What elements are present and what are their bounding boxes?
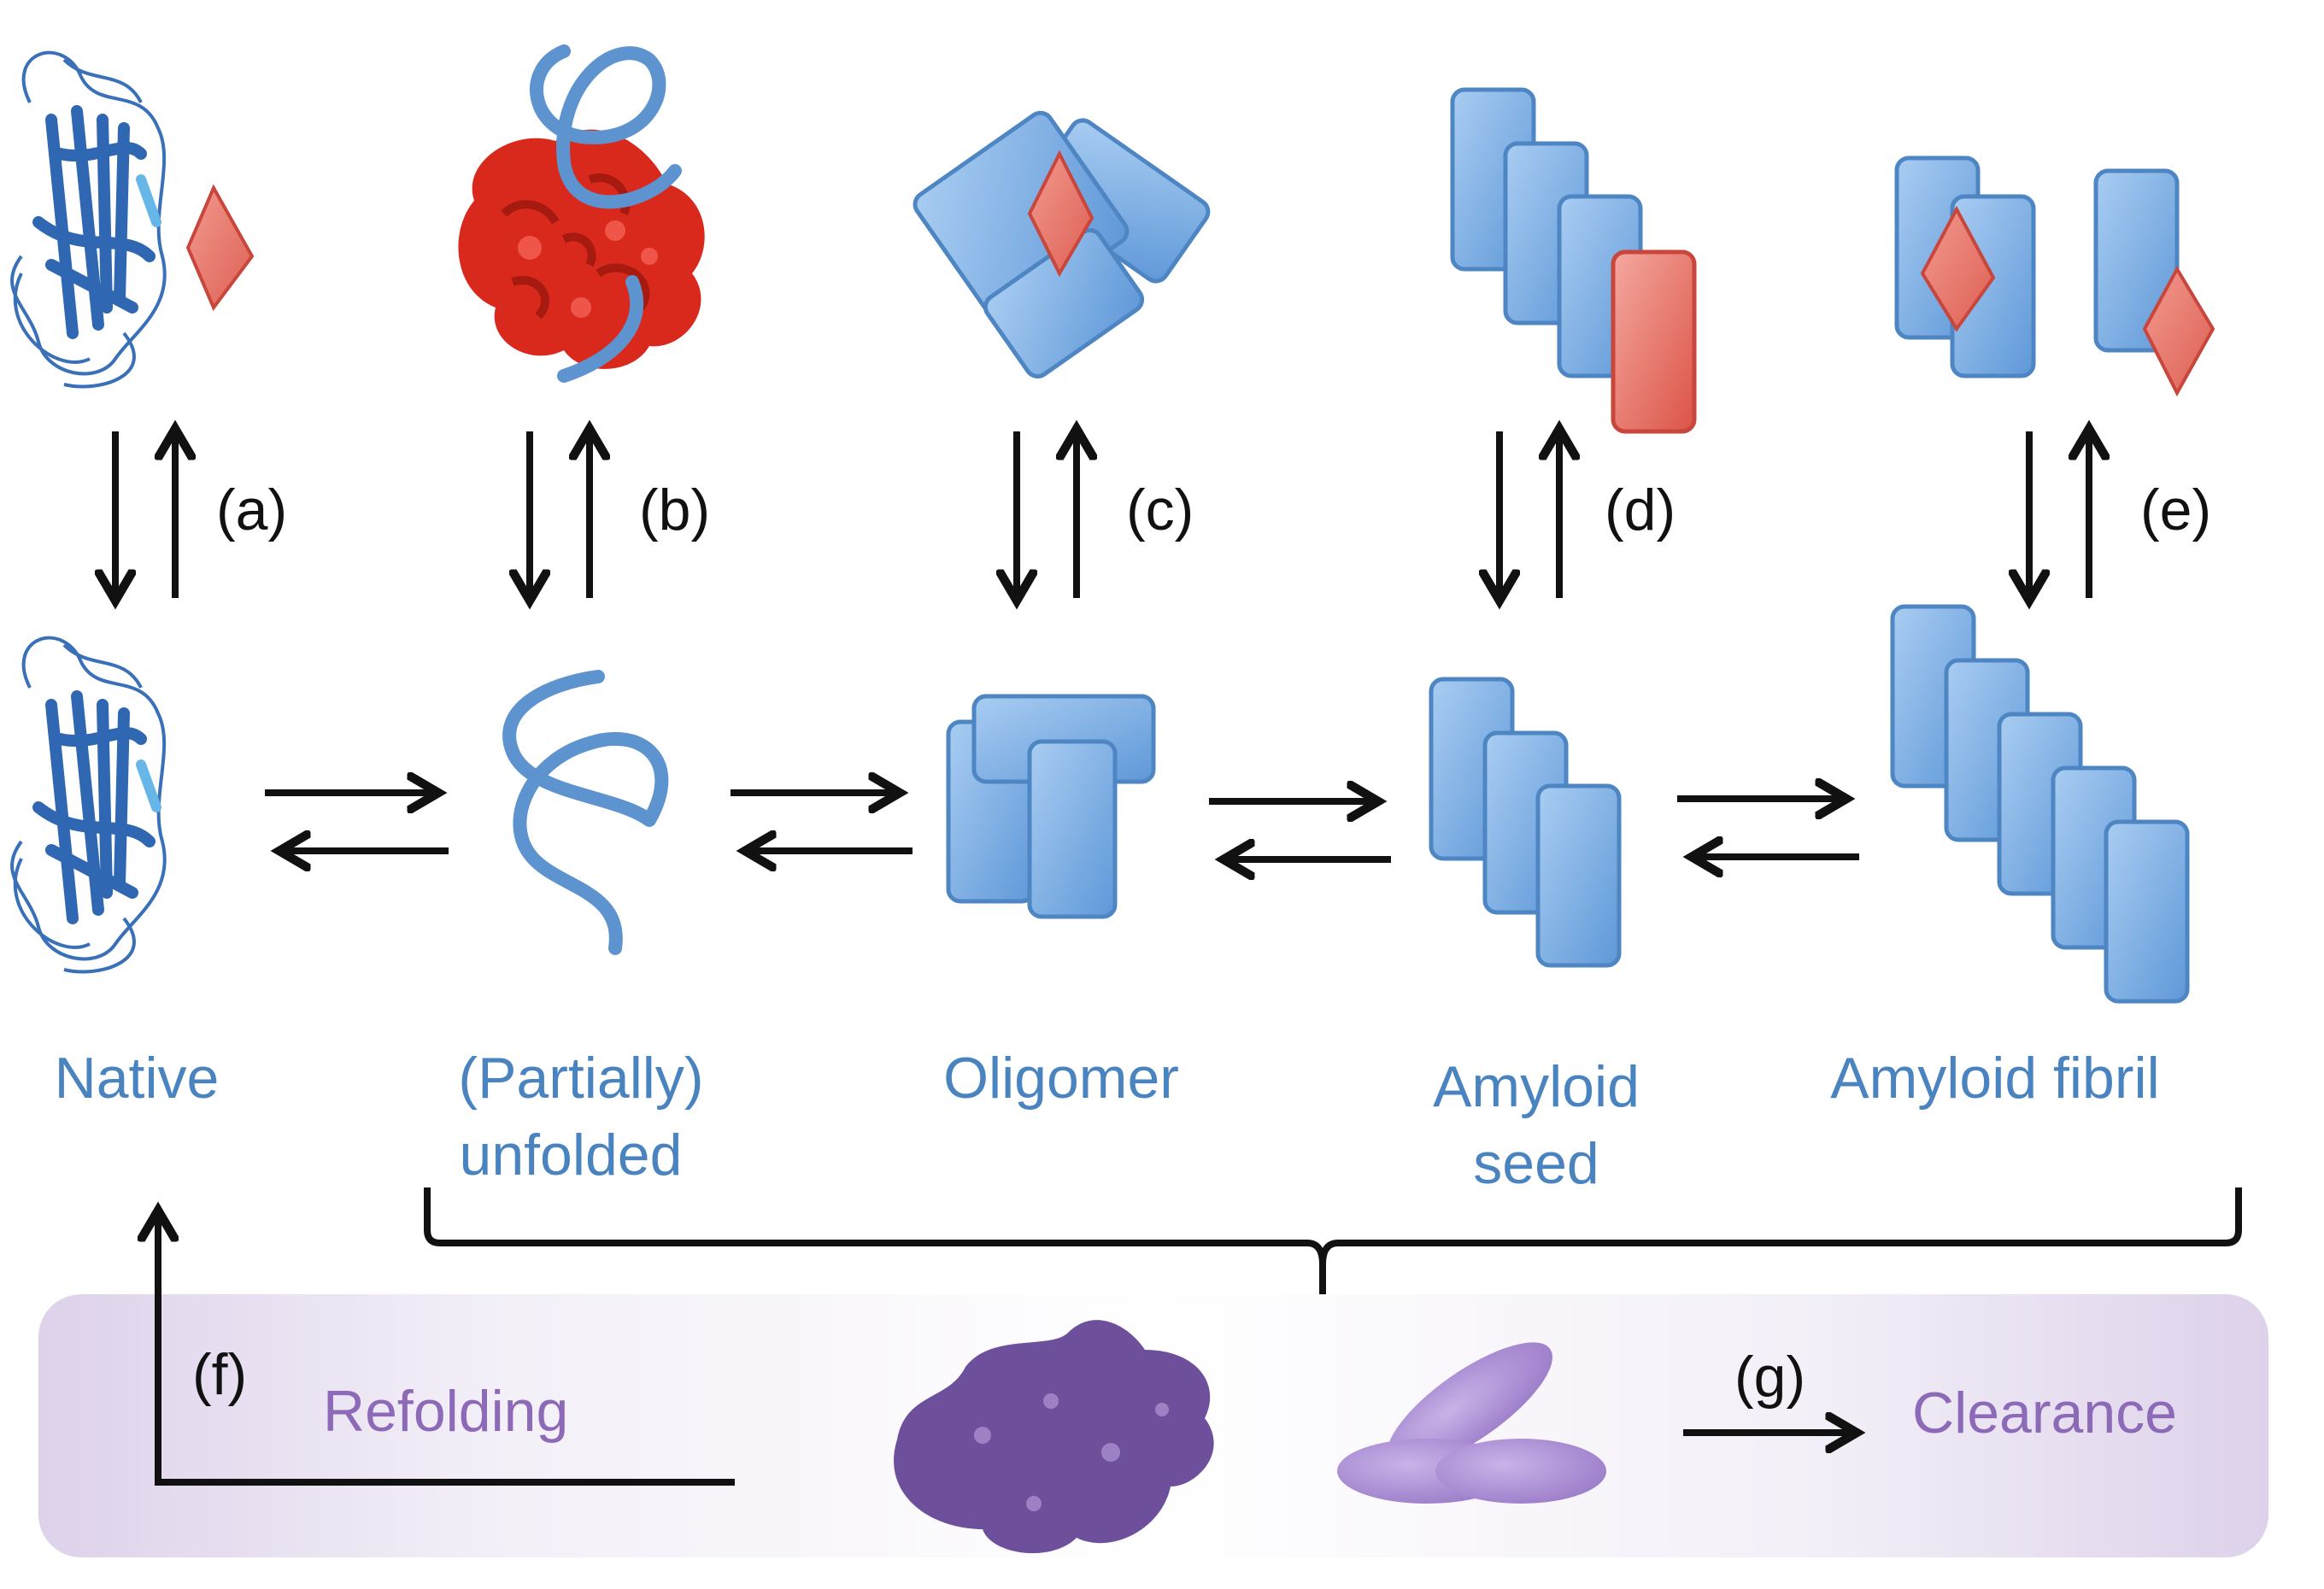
step-label-d: (d) — [1605, 478, 1676, 542]
amyloid-fibril-icon — [1890, 604, 2190, 1004]
oligomer-icon — [946, 694, 1156, 919]
step-label-e: (e) — [2140, 478, 2211, 542]
step-label-c: (c) — [1126, 478, 1194, 542]
refolding-arrow — [158, 1213, 735, 1486]
chaperone-ellipses-icon — [1337, 1342, 1606, 1504]
equilibrium-e — [2029, 431, 2089, 598]
amyloid-seed-icon — [1429, 677, 1622, 968]
equilibrium-oligomer-seed — [1209, 801, 1391, 859]
equilibrium-a — [115, 431, 175, 598]
state-label-native: Native — [55, 1046, 220, 1111]
step-label-g: (g) — [1734, 1345, 1805, 1410]
native-ligand-bound-protein-icon — [12, 53, 255, 387]
unfolded-red-aggregate-icon — [458, 44, 705, 383]
native-protein-icon — [12, 638, 165, 972]
step-label-a: (a) — [216, 478, 287, 542]
equilibrium-c — [1017, 431, 1077, 598]
state-label-oligomer: Oligomer — [943, 1046, 1179, 1111]
oligomer-ligand-bound-icon — [913, 110, 1211, 378]
state-label-seed: seed — [1473, 1131, 1599, 1196]
state-label-unfolded: unfolded — [460, 1123, 683, 1187]
equilibrium-seed-fibril — [1677, 799, 1859, 857]
fibril-ligand-bound-icon — [1894, 155, 2215, 397]
state-label-amyloid-fibril: Amyloid fibril — [1830, 1046, 2159, 1111]
step-label-f: (f) — [192, 1342, 247, 1407]
unfolded-chain-icon — [502, 670, 669, 955]
equilibrium-d — [1499, 431, 1559, 598]
amyloid-seed-capped-icon — [1450, 87, 1697, 434]
protease-complex-icon — [894, 1320, 1214, 1554]
outcome-label-clearance: Clearance — [1912, 1381, 2177, 1445]
equilibrium-native-unfolded — [265, 793, 449, 851]
state-label-amyloid: Amyloid — [1433, 1054, 1640, 1119]
state-label-partially: (Partially) — [458, 1046, 703, 1111]
equilibrium-unfolded-oligomer — [731, 793, 913, 851]
step-label-b: (b) — [639, 478, 710, 542]
outcome-label-refolding: Refolding — [323, 1379, 568, 1444]
equilibrium-b — [530, 431, 590, 598]
grouping-brace — [424, 1187, 2242, 1297]
